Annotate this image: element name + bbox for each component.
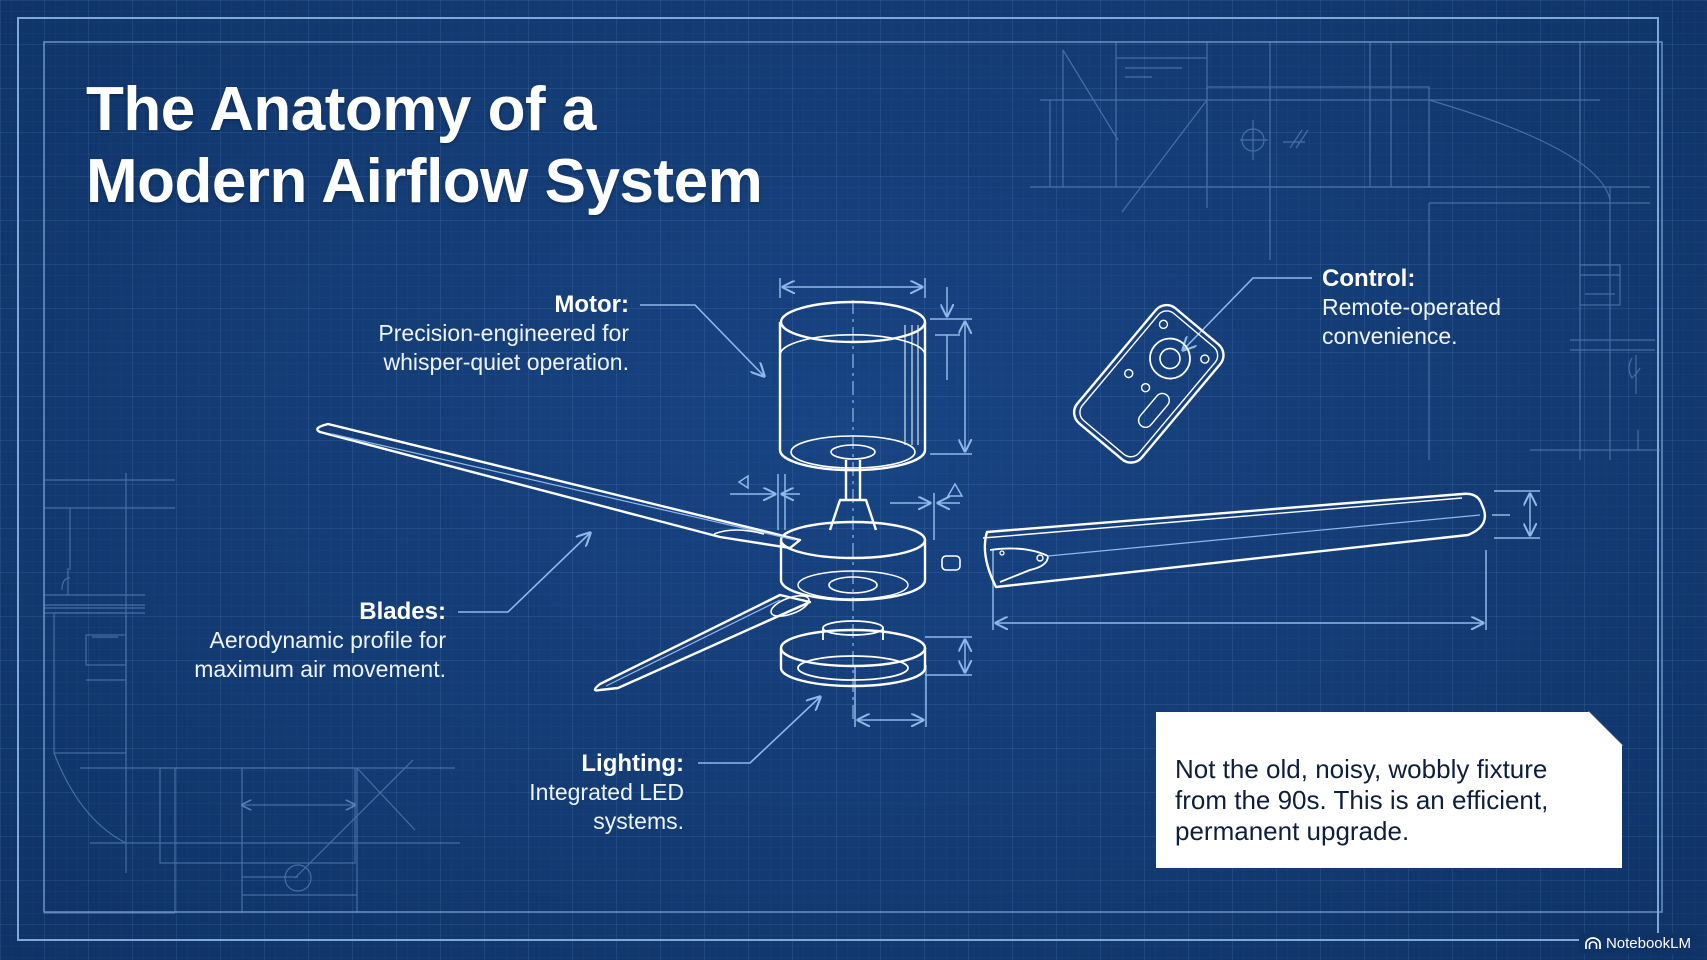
- light-kit: [779, 620, 927, 688]
- frame-borders: [17, 17, 1663, 941]
- blades-callout-heading: Blades:: [359, 598, 446, 625]
- background-sketches: [44, 42, 1660, 914]
- control-leader-line: [1183, 277, 1312, 350]
- ceiling-fan-illustration: [316, 300, 1487, 692]
- note-line-2: from the 90s. This is an efficient,: [1175, 785, 1549, 815]
- page-title: The Anatomy of a Modern Airflow System: [86, 74, 763, 218]
- control-callout-heading: Control:: [1322, 265, 1416, 292]
- leader-lines: [458, 277, 1312, 764]
- lighting-callout-heading: Lighting:: [581, 750, 684, 777]
- notebooklm-label: NotebookLM: [1605, 935, 1691, 952]
- note-card: [1156, 712, 1622, 868]
- lighting-callout-line-2: systems.: [593, 808, 684, 834]
- motor-callout: Motor: Precision-engineered for whisper-…: [378, 290, 629, 377]
- remote-control: [1072, 303, 1225, 464]
- notebooklm-watermark: NotebookLM: [1578, 933, 1697, 954]
- lighting-callout: Lighting: Integrated LED systems.: [529, 749, 684, 836]
- motor-callout-line-1: Precision-engineered for: [378, 320, 629, 346]
- note-line-3: permanent upgrade.: [1175, 816, 1410, 846]
- blades-callout: Blades: Aerodynamic profile for maximum …: [194, 597, 446, 684]
- control-callout: Control: Remote-operated convenience.: [1322, 264, 1501, 351]
- lighting-leader-line: [698, 697, 820, 764]
- motor-housing: [778, 300, 927, 472]
- motor-callout-heading: Motor:: [554, 291, 629, 318]
- motor-leader-line: [640, 304, 764, 376]
- notebooklm-logo-icon: [1585, 937, 1601, 949]
- blade-left-upper: [316, 422, 802, 550]
- blade-left-lower: [593, 593, 812, 692]
- lighting-callout-line-1: Integrated LED: [529, 779, 684, 805]
- dimension-lines: [730, 278, 1540, 727]
- note-line-1: Not the old, noisy, wobbly fixture: [1175, 754, 1548, 784]
- title-line-1: The Anatomy of a: [86, 75, 596, 144]
- motor-callout-line-2: whisper-quiet operation.: [383, 349, 629, 375]
- control-callout-line-1: Remote-operated: [1322, 294, 1501, 320]
- blade-right: [941, 492, 1487, 589]
- blades-leader-line: [458, 533, 590, 613]
- downrod: [828, 460, 878, 531]
- note-card-text: Not the old, noisy, wobbly fixture from …: [1175, 754, 1625, 847]
- title-line-2: Modern Airflow System: [86, 147, 763, 216]
- blades-callout-line-2: maximum air movement.: [194, 656, 446, 682]
- hub: [779, 520, 927, 602]
- blades-callout-line-1: Aerodynamic profile for: [209, 627, 447, 653]
- control-callout-line-2: convenience.: [1322, 323, 1458, 349]
